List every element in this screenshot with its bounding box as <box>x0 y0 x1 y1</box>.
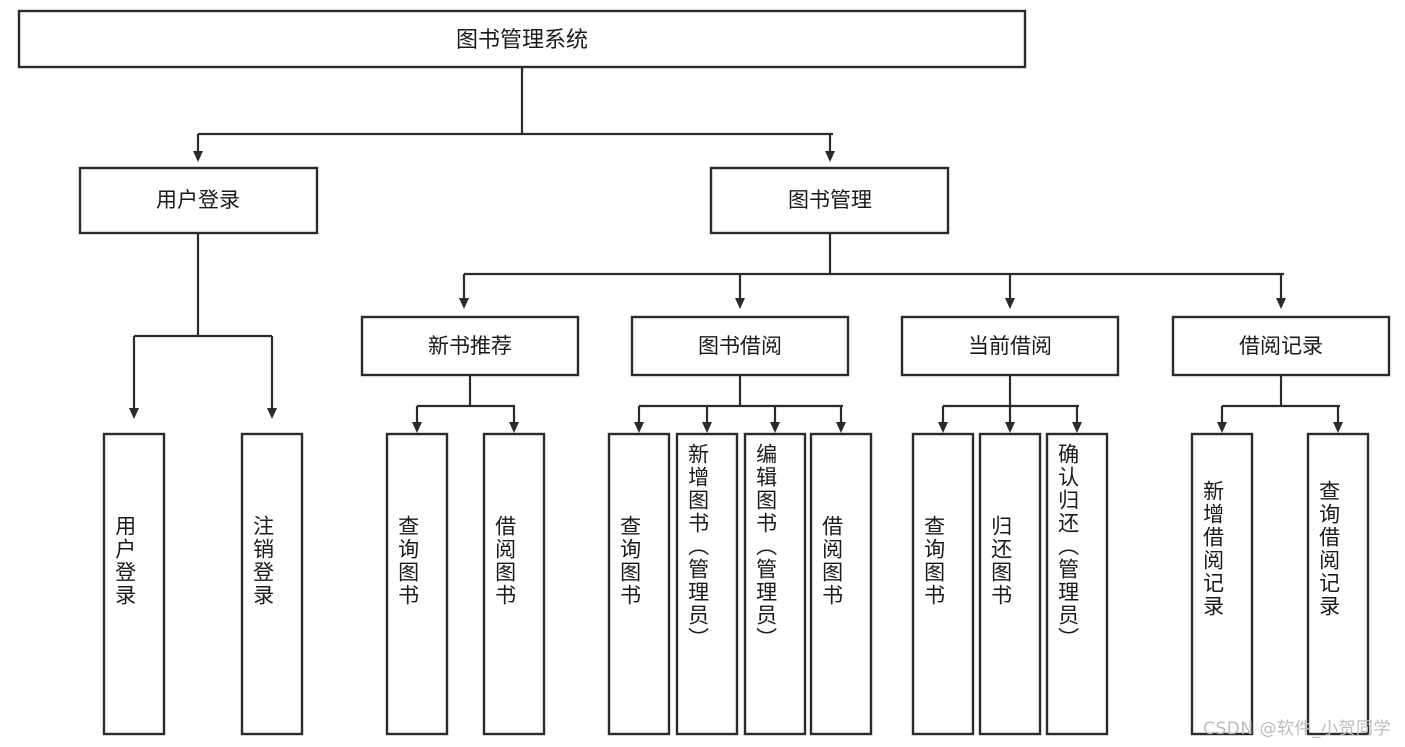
node-leaf-add-record[interactable] <box>1190 432 1254 736</box>
connector-currentborrow-to-leaves <box>938 375 1082 433</box>
csdn-watermark: CSDN @软件_小贺同学 <box>1203 719 1391 739</box>
node-new-book-recommend-label: 新书推荐 <box>428 334 512 358</box>
node-leaf-query-book-1[interactable] <box>385 432 449 736</box>
node-leaf-confirm-return[interactable] <box>1045 432 1109 736</box>
node-root-label: 图书管理系统 <box>456 28 588 53</box>
node-leaf-borrow-book-2[interactable] <box>809 432 873 736</box>
node-user-login[interactable]: 用户登录 <box>78 166 319 235</box>
node-borrow-record[interactable]: 借阅记录 <box>1171 315 1391 377</box>
node-book-manage[interactable]: 图书管理 <box>709 166 950 235</box>
connector-userlogin-to-leaves <box>129 233 277 419</box>
node-book-manage-label: 图书管理 <box>788 188 872 212</box>
node-book-borrow[interactable]: 图书借阅 <box>630 315 850 377</box>
connector-newbook-to-leaves <box>412 375 519 433</box>
node-root[interactable]: 图书管理系统 <box>17 9 1027 69</box>
node-new-book-recommend[interactable]: 新书推荐 <box>360 315 580 377</box>
node-leaf-add-book[interactable] <box>675 432 739 736</box>
node-leaf-query-book-3[interactable] <box>911 432 975 736</box>
node-leaf-return-book[interactable] <box>978 432 1042 736</box>
node-current-borrow-label: 当前借阅 <box>968 334 1052 358</box>
node-borrow-record-label: 借阅记录 <box>1239 334 1323 358</box>
node-leaf-logout-login[interactable] <box>240 432 304 736</box>
node-book-borrow-label: 图书借阅 <box>698 334 782 358</box>
node-leaf-borrow-book-1[interactable] <box>482 432 546 736</box>
connector-root-to-level2 <box>193 67 835 162</box>
node-leaf-user-login[interactable] <box>102 432 166 736</box>
node-user-login-label: 用户登录 <box>156 188 240 212</box>
connector-bookborrow-to-leaves <box>634 375 846 433</box>
node-leaf-query-book-2[interactable] <box>607 432 671 736</box>
node-leaf-edit-book[interactable] <box>743 432 807 736</box>
node-current-borrow[interactable]: 当前借阅 <box>900 315 1120 377</box>
connector-borrowrecord-to-leaves <box>1217 375 1343 433</box>
node-leaf-query-record[interactable] <box>1306 432 1370 736</box>
connector-bookmanage-to-level3 <box>459 233 1286 309</box>
